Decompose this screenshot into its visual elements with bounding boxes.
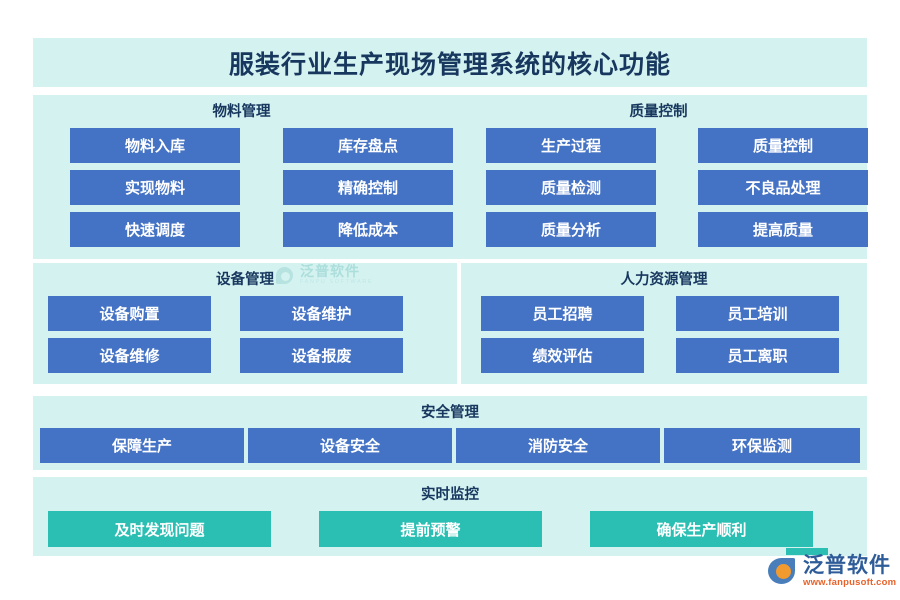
section-panel-safety-management: 安全管理 保障生产 设备安全 消防安全 环保监测 [33, 396, 867, 470]
feature-button-ensure-production[interactable]: 保障生产 [40, 428, 244, 463]
brand-logo-text: 泛普软件 www.fanpusoft.com [803, 555, 896, 588]
section-panel-equipment-management: 设备管理 设备购置 设备维护 设备维修 设备报废 [33, 263, 457, 384]
feature-button-quality-inspection[interactable]: 质量检测 [486, 170, 656, 205]
feature-button-stock-count[interactable]: 库存盘点 [283, 128, 453, 163]
page-title: 服装行业生产现场管理系统的核心功能 [228, 50, 671, 79]
brand-name-cn: 泛普软件 [803, 554, 891, 577]
fanpu-logo-icon [768, 556, 798, 586]
feature-button-environment-monitor[interactable]: 环保监测 [664, 428, 860, 463]
section-panel-row1: 物料管理 质量控制 物料入库 库存盘点 实现物料 精确控制 快速调度 降低成本 … [33, 95, 868, 259]
feature-button-fast-dispatch[interactable]: 快速调度 [70, 212, 240, 247]
feature-button-production-process[interactable]: 生产过程 [486, 128, 656, 163]
feature-button-improve-quality[interactable]: 提高质量 [698, 212, 868, 247]
feature-button-equipment-repair[interactable]: 设备维修 [48, 338, 211, 373]
section-title-safety-management: 安全管理 [421, 405, 479, 421]
feature-button-ensure-smooth-production[interactable]: 确保生产顺利 [590, 511, 813, 547]
section-title-material-management: 物料管理 [212, 104, 271, 120]
section-title-human-resource-management: 人力资源管理 [620, 272, 708, 288]
section-panel-human-resource-management: 人力资源管理 员工招聘 员工培训 绩效评估 员工离职 [461, 263, 867, 384]
feature-button-early-warning[interactable]: 提前预警 [319, 511, 542, 547]
section-panel-real-time-monitoring: 实时监控 及时发现问题 提前预警 确保生产顺利 [33, 477, 867, 556]
feature-button-equipment-scrap[interactable]: 设备报废 [240, 338, 403, 373]
feature-button-defect-handling[interactable]: 不良品处理 [698, 170, 868, 205]
feature-button-reduce-cost[interactable]: 降低成本 [283, 212, 453, 247]
feature-button-employee-training[interactable]: 员工培训 [676, 296, 839, 331]
logo-accent-bar [786, 548, 828, 555]
section-title-equipment-management: 设备管理 [216, 272, 274, 288]
feature-button-employee-recruitment[interactable]: 员工招聘 [481, 296, 644, 331]
brand-logo: 泛普软件 www.fanpusoft.com [768, 555, 896, 588]
feature-button-material-inbound[interactable]: 物料入库 [70, 128, 240, 163]
feature-button-precise-control[interactable]: 精确控制 [283, 170, 453, 205]
feature-button-equipment-purchase[interactable]: 设备购置 [48, 296, 211, 331]
feature-button-performance-review[interactable]: 绩效评估 [481, 338, 644, 373]
page-title-bar: 服装行业生产现场管理系统的核心功能 [33, 38, 867, 87]
feature-button-quality-control[interactable]: 质量控制 [698, 128, 868, 163]
feature-button-detect-issues-timely[interactable]: 及时发现问题 [48, 511, 271, 547]
feature-button-employee-resignation[interactable]: 员工离职 [676, 338, 839, 373]
feature-button-fire-safety[interactable]: 消防安全 [456, 428, 660, 463]
brand-website-url: www.fanpusoft.com [803, 577, 897, 588]
section-title-quality-control: 质量控制 [629, 104, 688, 120]
feature-button-quality-analysis[interactable]: 质量分析 [486, 212, 656, 247]
feature-button-equipment-maintenance[interactable]: 设备维护 [240, 296, 403, 331]
section-title-real-time-monitoring: 实时监控 [421, 487, 479, 503]
feature-button-realize-material[interactable]: 实现物料 [70, 170, 240, 205]
feature-button-equipment-safety[interactable]: 设备安全 [248, 428, 452, 463]
